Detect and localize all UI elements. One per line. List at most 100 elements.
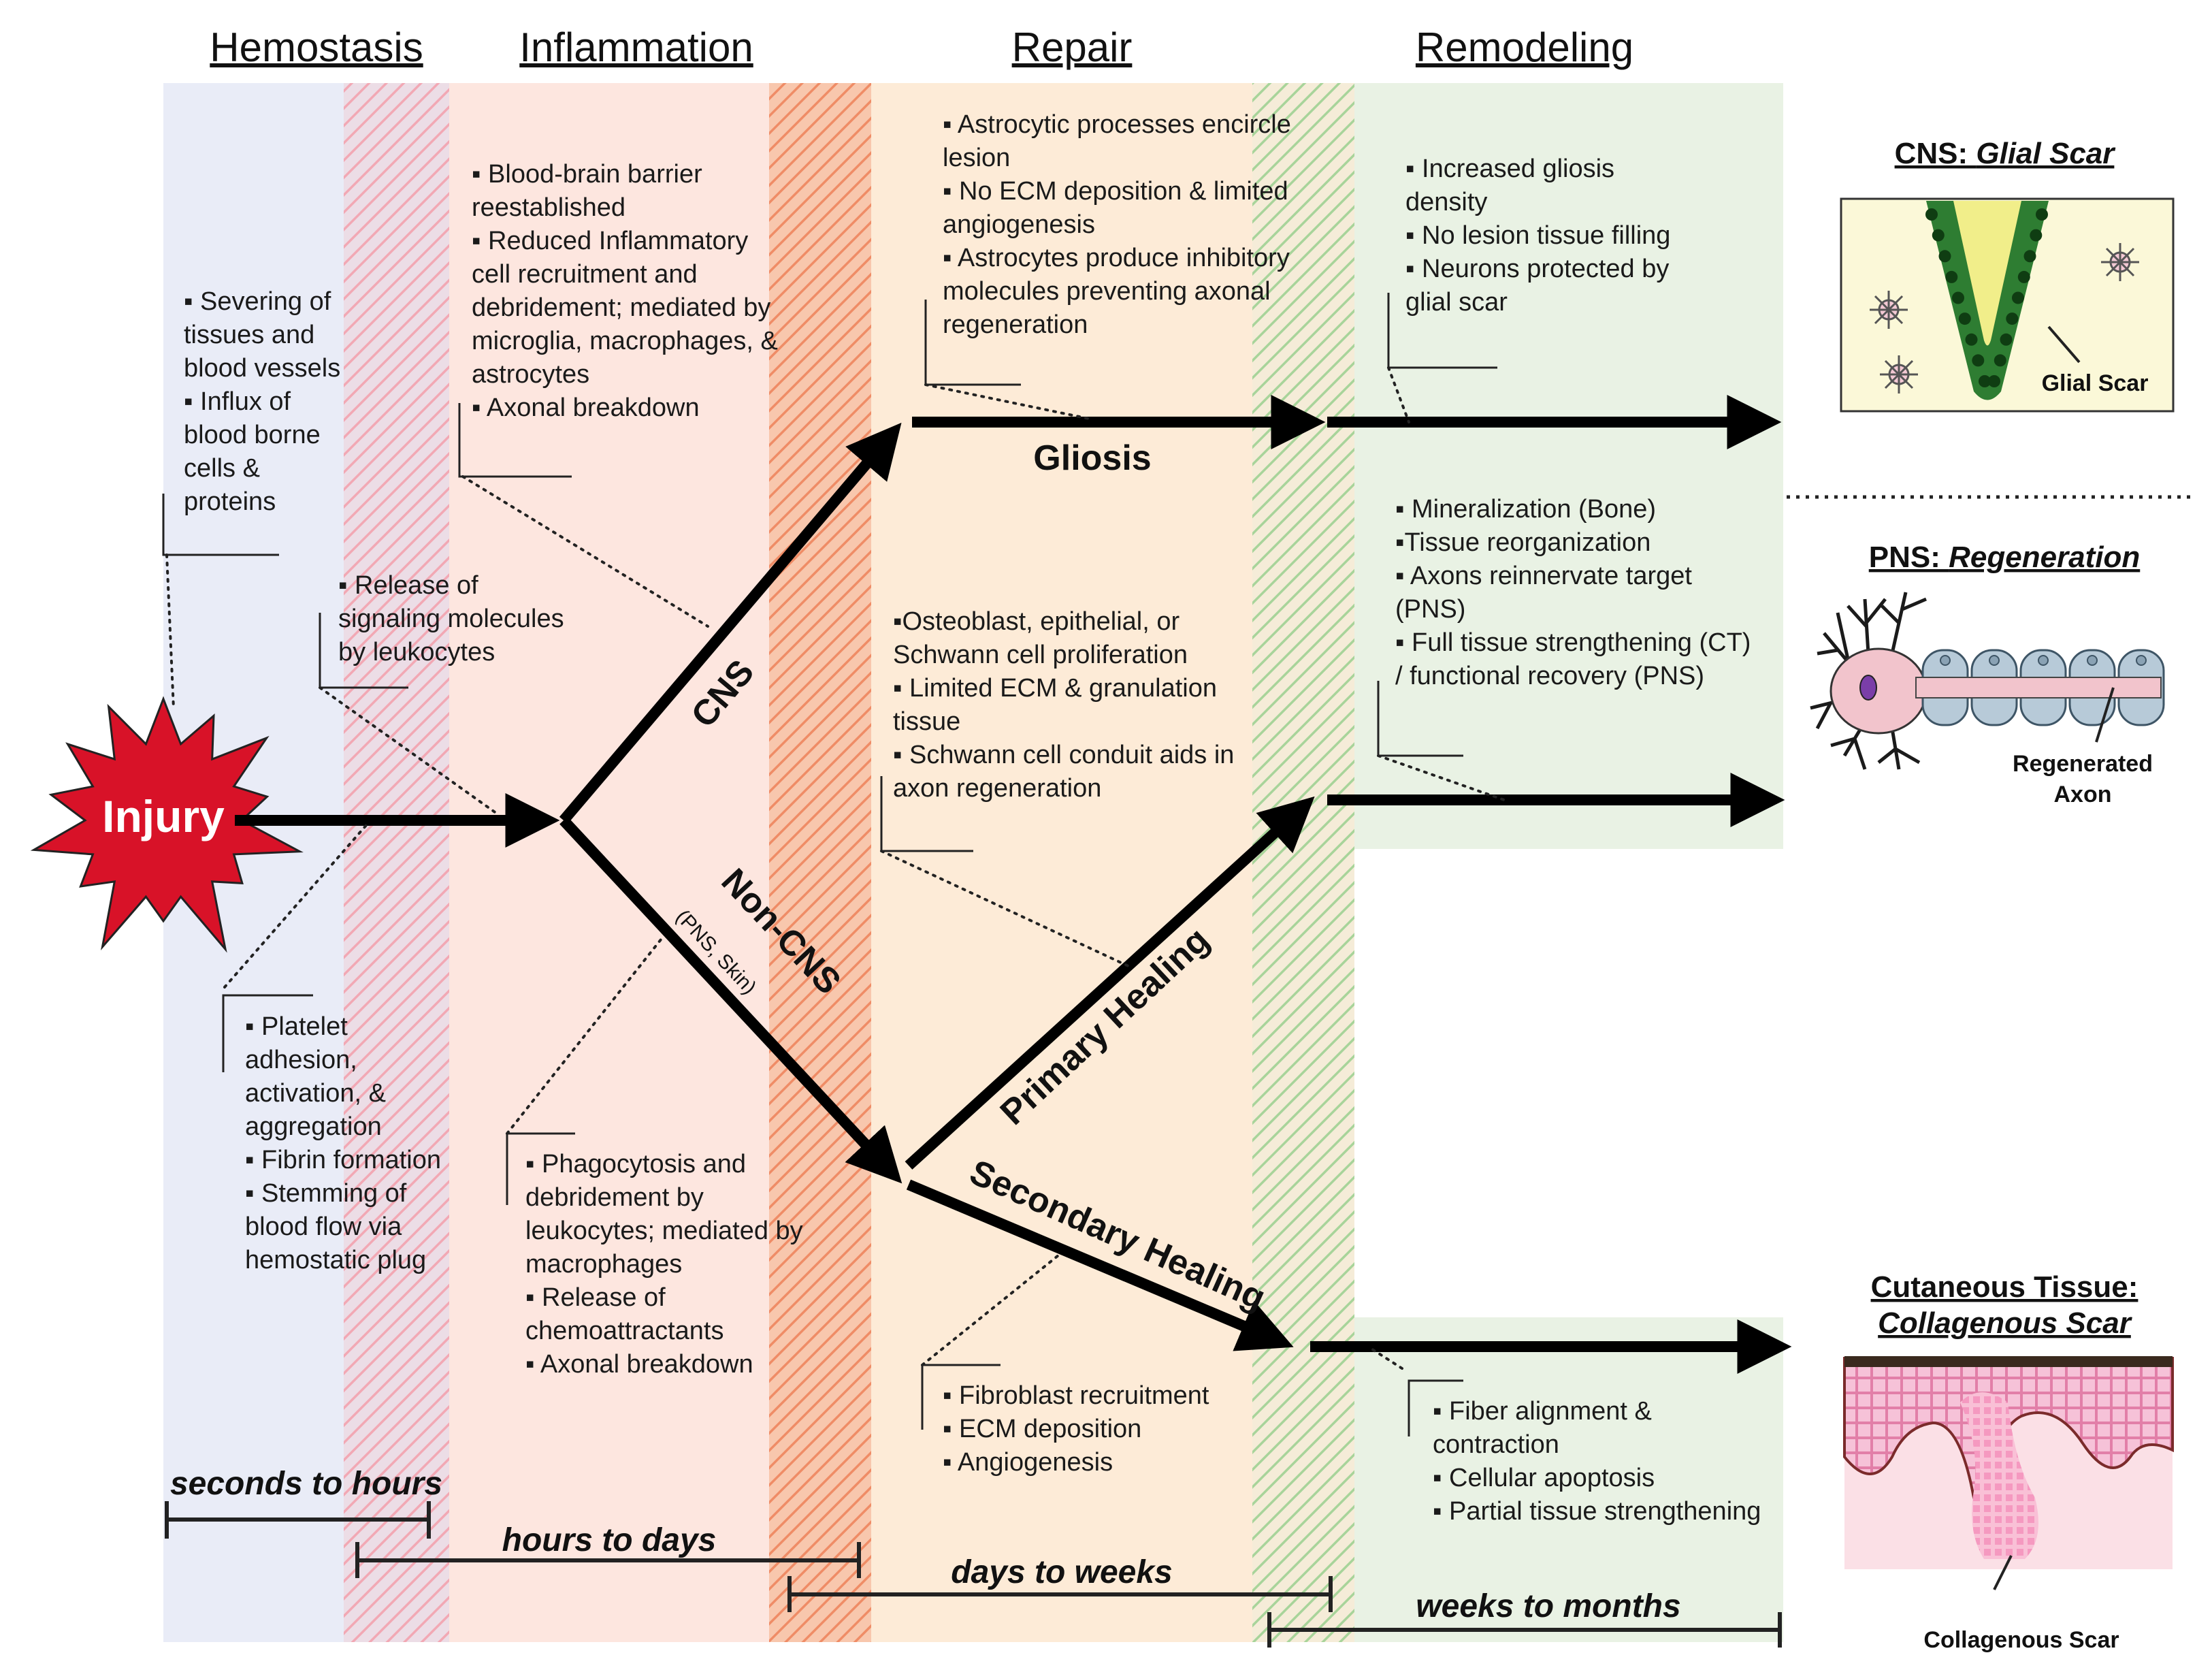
bracket-inflam-noncns [506, 1132, 575, 1205]
cns-panel-title-b: Glial Scar [1976, 137, 2116, 170]
note-line: ▪ Reduced Inflammatory [472, 227, 748, 255]
note-line: contraction [1433, 1430, 1559, 1459]
bracket-hemo-bottom [222, 994, 313, 1072]
astrocyte-cluster [1925, 208, 2048, 387]
astrocyte [1994, 354, 2006, 367]
cns-panel-title: CNS: Glial Scar [1895, 137, 2117, 170]
note-repair-cns: ▪ Astrocytic processes encircle lesion ▪ N… [943, 110, 1291, 339]
astrocyte [2036, 208, 2048, 221]
timeline-weeks-to-months: weeks to months [1416, 1588, 1680, 1624]
astrocyte [1988, 375, 2000, 387]
note-line: debridement by [525, 1183, 704, 1212]
neuron-left-top [1870, 291, 1908, 329]
injury-burst: Injury [30, 696, 304, 953]
leader-repair-primary [880, 850, 1131, 968]
note-line: (PNS) [1395, 595, 1465, 624]
note-line: adhesion, [245, 1046, 357, 1074]
hemostasis-inflammation-overlap [344, 83, 449, 1642]
note-line: ▪ Phagocytosis and [525, 1150, 746, 1178]
path-label-gliosis: Gliosis [1033, 438, 1151, 478]
astrocyte [1925, 208, 1938, 221]
note-line: blood borne [184, 421, 321, 449]
note-line: ▪ Partial tissue strengthening [1433, 1497, 1761, 1526]
bracket-release [319, 613, 408, 689]
note-line: leukocytes; mediated by [525, 1217, 803, 1245]
timeline-bar-hours-days [355, 1542, 861, 1578]
glial-scar-inner [1953, 201, 2021, 346]
note-line: ▪ Influx of [184, 387, 291, 416]
neuron-nucleus [1859, 675, 1877, 701]
bracket-repair-primary [880, 776, 973, 852]
note-line: microglia, macrophages, & [472, 327, 778, 355]
regenerated-axon-pointer [2095, 687, 2115, 743]
astrocyte [1979, 375, 1991, 387]
schwann-nucleus [2087, 655, 2098, 666]
non-cns-arrow [559, 816, 902, 1184]
note-line: activation, & [245, 1079, 386, 1108]
bracket-hemo-top [162, 494, 279, 556]
note-line: ▪ Axonal breakdown [472, 394, 700, 422]
phase-title-hemostasis: Hemostasis [210, 25, 423, 70]
remodeling-band-bottom [1354, 1317, 1783, 1642]
note-line: ▪ Fibrin formation [245, 1146, 441, 1174]
note-line: blood vessels [184, 354, 340, 383]
timeline-bar-weeks-months [1267, 1612, 1782, 1648]
pns-panel-title: PNS: Regeneration [1869, 541, 2141, 574]
leader-inflam-cns [461, 475, 709, 628]
note-line: ▪ Fibroblast recruitment [943, 1381, 1209, 1410]
note-line: ▪ Cellular apoptosis [1433, 1464, 1655, 1492]
pns-panel-title-b: Regeneration [1949, 541, 2140, 574]
schwann-nucleus [2038, 655, 2049, 666]
note-line: hemostatic plug [245, 1246, 426, 1274]
note-line: ▪ Increased gliosis [1405, 155, 1614, 183]
cns-glial-scar-panel: CNS: Glial Scar Glial Scar [1840, 137, 2175, 413]
leader-repair-cns [924, 383, 1090, 420]
note-remodeling-secondary: ▪ Fiber alignment &contraction▪ Cellular… [1433, 1397, 1761, 1526]
neuron-left-bottom [1880, 355, 1918, 394]
schwann-nucleus [1989, 655, 2000, 666]
axon-through-conduit [1915, 677, 2162, 698]
note-line: proteins [184, 487, 276, 516]
schwann-nucleus [2136, 655, 2147, 666]
note-line: ▪ Release of [525, 1283, 666, 1312]
leader-remod-cns [1387, 366, 1410, 423]
astrocyte [2012, 291, 2024, 304]
astrocyte [1938, 250, 1951, 263]
schwann-cell-conduit [1915, 649, 2165, 726]
injury-label: Injury [102, 791, 225, 841]
leader-hemo-bottom [223, 822, 369, 989]
neuron-right [2101, 243, 2139, 281]
note-line: ▪ Severing of [184, 287, 331, 316]
injury-star-shape [30, 696, 304, 953]
phase-title-repair: Repair [1012, 25, 1133, 70]
note-line: ▪ Astrocytic processes encircle [943, 110, 1291, 139]
note-line: angiogenesis [943, 210, 1095, 239]
note-line: ▪ Release of [338, 571, 478, 600]
note-line: macrophages [525, 1250, 682, 1279]
note-line: ▪ No ECM deposition & limited [943, 177, 1288, 206]
note-line: lesion [943, 144, 1010, 172]
timeline-bar-days-weeks [787, 1576, 1333, 1612]
note-line: by leukocytes [338, 638, 495, 667]
note-line: debridement; mediated by [472, 293, 770, 322]
note-line: ▪ Full tissue strengthening (CT) [1395, 628, 1751, 657]
note-line: tissue [893, 707, 960, 736]
astrocyte [2006, 312, 2019, 325]
cns-panel-title-a: CNS: [1895, 137, 1977, 170]
inflammation-repair-overlap [769, 83, 871, 1642]
bracket-remod-secondary [1408, 1379, 1463, 1436]
leader-remod-primary [1377, 754, 1506, 801]
timeline-bar-seconds-hours [165, 1501, 431, 1539]
astrocyte [1945, 270, 1958, 283]
pns-label-2: Axon [2054, 782, 2112, 807]
note-line: signaling molecules [338, 605, 564, 633]
note-line: Schwann cell proliferation [893, 641, 1188, 669]
secondary-healing-arrow [906, 1179, 1294, 1351]
schwann-nucleus [1940, 655, 1951, 666]
note-line: ▪ Astrocytes produce inhibitory [943, 244, 1290, 272]
